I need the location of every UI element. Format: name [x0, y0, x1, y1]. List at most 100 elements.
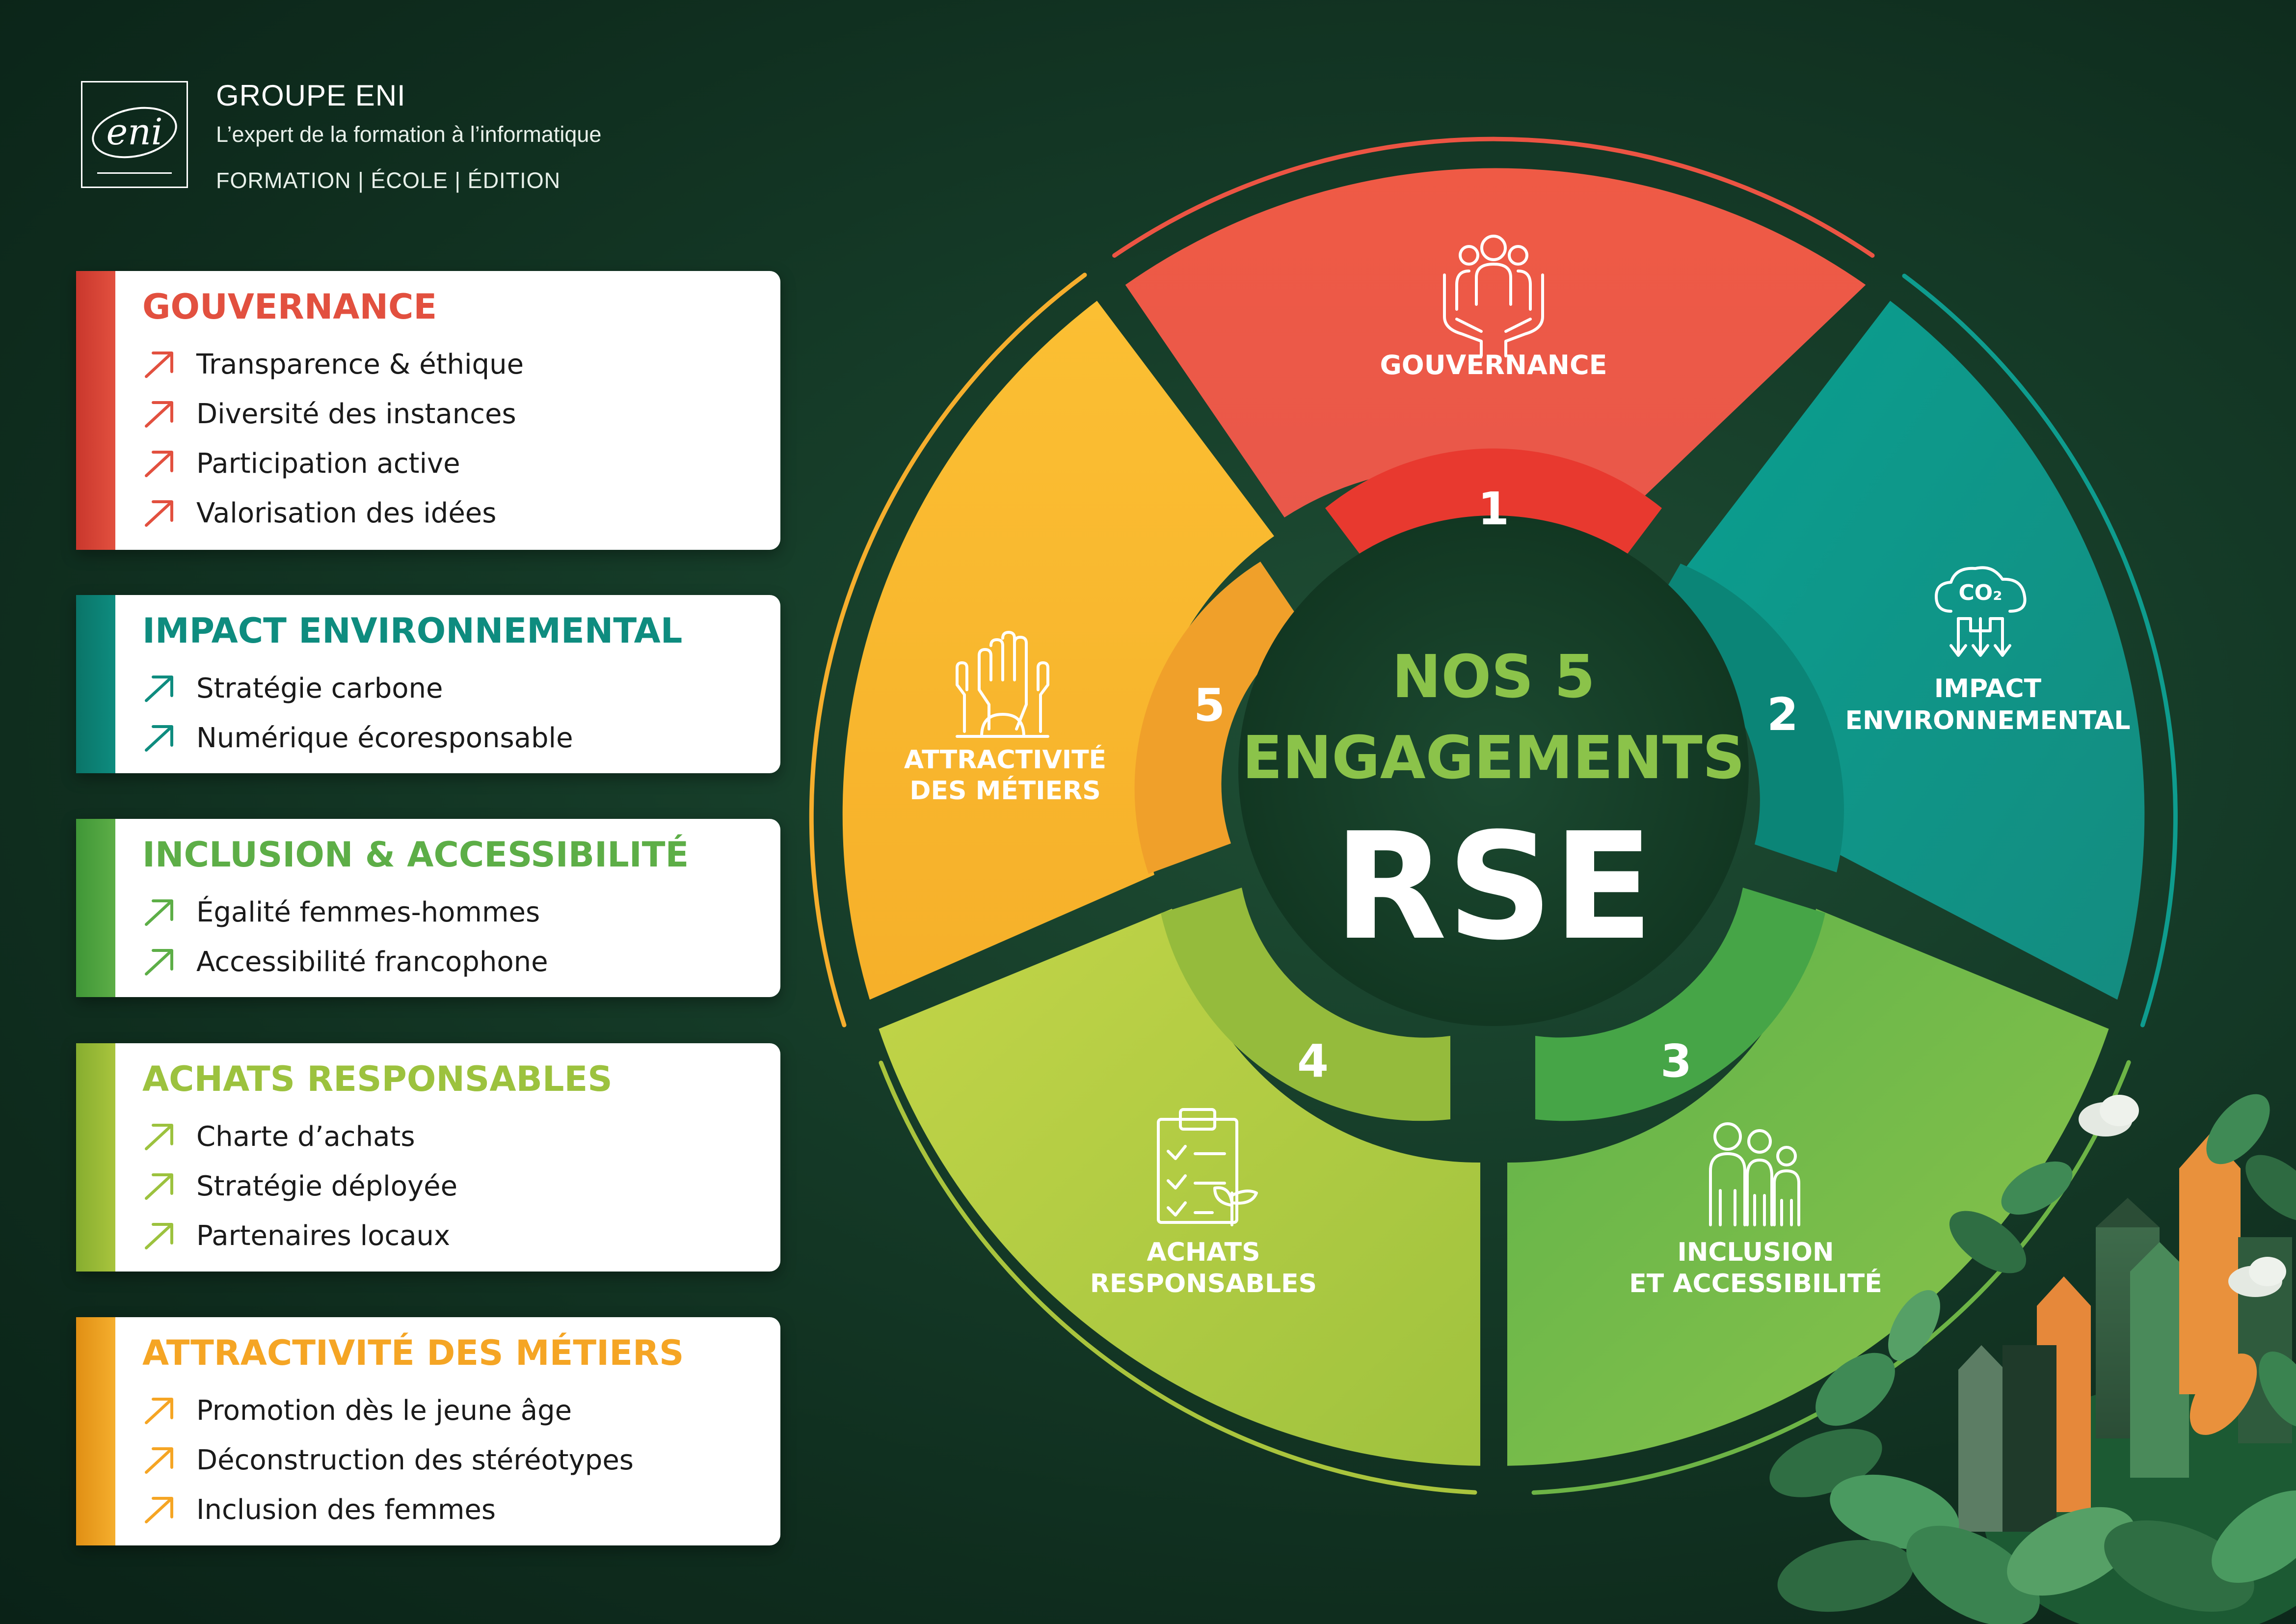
list-item-label: Charte d’achats — [196, 1121, 415, 1153]
hands-people-icon — [1443, 235, 1544, 357]
segment-1-outer[interactable] — [1125, 168, 1866, 517]
brand-title: GROUPE ENI — [216, 79, 406, 112]
segment-3-outer[interactable] — [1507, 909, 2109, 1466]
segment-label-5a: ATTRACTIVITÉ — [904, 745, 1106, 775]
raised-hands-icon — [956, 631, 1049, 738]
list-item: Transparence & éthique — [142, 340, 524, 389]
segment-number-3: 3 — [1660, 1035, 1692, 1087]
card-impact-environnemental: IMPACT ENVIRONNEMENTAL Stratégie carbone… — [76, 595, 780, 773]
card-list: Égalité femmes-hommes Accessibilité fran… — [142, 888, 548, 987]
arrow-icon — [145, 450, 173, 477]
co2-cloud-icon: CO₂ — [1935, 566, 2027, 657]
list-item: Numérique écoresponsable — [142, 713, 573, 763]
list-item-label: Numérique écoresponsable — [196, 722, 573, 754]
card-accent-bar — [76, 271, 115, 550]
brand-tagline: L’expert de la formation à l’informatiqu… — [216, 122, 602, 147]
segment-number-4: 4 — [1297, 1035, 1329, 1087]
list-item: Inclusion des femmes — [142, 1485, 634, 1535]
arrow-icon — [145, 500, 173, 527]
card-accent-bar — [76, 595, 115, 773]
list-item-label: Égalité femmes-hommes — [196, 896, 540, 928]
outer-arc-teal — [1902, 273, 2178, 1028]
family-icon — [1709, 1122, 1800, 1226]
list-item-label: Stratégie déployée — [196, 1170, 458, 1202]
logo: eni — [81, 81, 188, 188]
brand-sections: FORMATION | ÉCOLE | ÉDITION — [216, 168, 561, 193]
list-item-label: Partenaires locaux — [196, 1220, 451, 1252]
card-title: ATTRACTIVITÉ DES MÉTIERS — [142, 1333, 684, 1373]
card-title: INCLUSION & ACCESSIBILITÉ — [142, 835, 689, 875]
list-item-label: Transparence & éthique — [196, 349, 524, 380]
arrow-icon — [145, 1447, 173, 1474]
list-item: Diversité des instances — [142, 389, 524, 439]
card-title: IMPACT ENVIRONNEMENTAL — [142, 611, 683, 651]
outer-arc-orange — [809, 272, 1087, 1028]
segment-label-4b: RESPONSABLES — [1090, 1269, 1317, 1299]
card-inclusion-accessibilite: INCLUSION & ACCESSIBILITÉ Égalité femmes… — [76, 819, 780, 997]
segment-number-2: 2 — [1767, 688, 1798, 741]
segment-4-outer[interactable] — [879, 909, 1480, 1466]
arrow-icon — [145, 899, 173, 926]
card-accent-bar — [76, 819, 115, 997]
segment-label-2a: IMPACT — [1934, 674, 2042, 704]
segment-label-3b: ET ACCESSIBILITÉ — [1629, 1269, 1882, 1299]
list-item: Charte d’achats — [142, 1112, 457, 1162]
list-item: Promotion dès le jeune âge — [142, 1386, 634, 1435]
card-title: ACHATS RESPONSABLES — [142, 1059, 613, 1099]
arrow-icon — [145, 675, 173, 702]
card-title: GOUVERNANCE — [142, 287, 437, 327]
segment-label-4a: ACHATS — [1147, 1238, 1260, 1267]
decorative-city-leaves — [1769, 1094, 2296, 1624]
segment-4-inner — [1161, 888, 1450, 1121]
list-item-label: Déconstruction des stéréotypes — [196, 1444, 634, 1476]
list-item-label: Accessibilité francophone — [196, 946, 548, 978]
card-attractivite-metiers: ATTRACTIVITÉ DES MÉTIERS Promotion dès l… — [76, 1317, 780, 1545]
outer-arc-lime — [879, 1060, 1477, 1495]
segment-label-2b: ENVIRONNEMENTAL — [1845, 706, 2130, 735]
list-item-label: Participation active — [196, 448, 460, 480]
card-list: Charte d’achats Stratégie déployée Parte… — [142, 1112, 457, 1261]
outer-arc-red — [1112, 136, 1875, 258]
card-gouvernance: GOUVERNANCE Transparence & éthique Diver… — [76, 271, 780, 550]
arrow-icon — [145, 351, 173, 378]
card-accent-bar — [76, 1043, 115, 1272]
segment-label-3a: INCLUSION — [1677, 1238, 1834, 1267]
segment-number-1: 1 — [1478, 483, 1509, 535]
list-item-label: Inclusion des femmes — [196, 1494, 496, 1526]
list-item-label: Diversité des instances — [196, 398, 516, 430]
list-item-label: Valorisation des idées — [196, 497, 497, 529]
center-title-line2: ENGAGEMENTS — [1242, 724, 1745, 792]
list-item: Stratégie déployée — [142, 1162, 457, 1211]
list-item: Déconstruction des stéréotypes — [142, 1435, 634, 1485]
arrow-icon — [145, 1123, 173, 1150]
card-accent-bar — [76, 1317, 115, 1545]
outer-ring-arcs — [809, 136, 2178, 1495]
list-item: Participation active — [142, 439, 524, 488]
center-title-line1: NOS 5 — [1392, 643, 1595, 711]
segment-number-5: 5 — [1194, 679, 1225, 731]
card-list: Transparence & éthique Diversité des ins… — [142, 340, 524, 538]
arrow-icon — [145, 1173, 173, 1200]
arrow-icon — [145, 948, 173, 975]
logo-text: eni — [106, 111, 163, 153]
center-title-line3: RSE — [1334, 801, 1654, 973]
segment-label-5b: DES MÉTIERS — [909, 776, 1100, 806]
outer-segments — [842, 168, 2145, 1466]
segment-5-outer[interactable] — [842, 300, 1274, 1000]
card-achats-responsables: ACHATS RESPONSABLES Charte d’achats Stra… — [76, 1043, 780, 1272]
list-item: Partenaires locaux — [142, 1211, 457, 1261]
center-disc — [1238, 515, 1749, 1026]
co2-label: CO₂ — [1959, 580, 2002, 605]
list-item: Valorisation des idées — [142, 488, 524, 538]
segment-5-inner — [1134, 562, 1306, 874]
list-item: Stratégie carbone — [142, 664, 573, 713]
arrow-icon — [145, 725, 173, 752]
list-item-label: Stratégie carbone — [196, 673, 443, 704]
arrow-icon — [145, 401, 173, 428]
arrow-icon — [145, 1222, 173, 1249]
list-item: Accessibilité francophone — [142, 937, 548, 987]
segment-label-1: GOUVERNANCE — [1380, 350, 1607, 380]
segment-2-outer[interactable] — [1685, 300, 2145, 1000]
arrow-icon — [145, 1496, 173, 1523]
